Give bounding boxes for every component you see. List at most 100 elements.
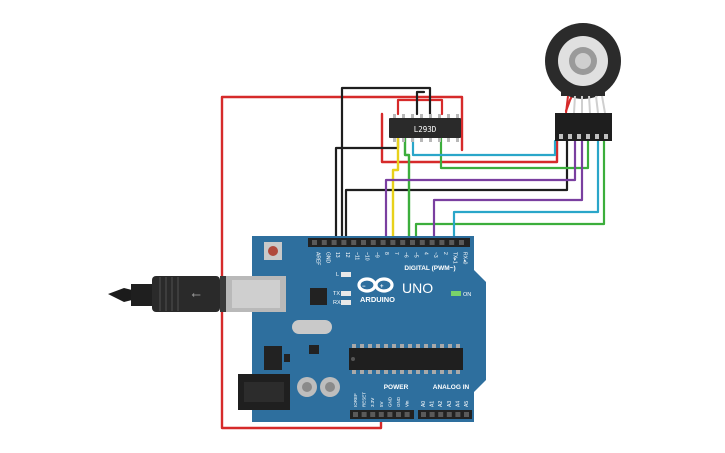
dc-motor[interactable] <box>545 23 621 141</box>
mcu-pin <box>456 370 460 374</box>
wire-gnd-black-1[interactable] <box>340 86 432 243</box>
analog-pin-socket[interactable] <box>464 412 469 417</box>
led-rx-label: RX <box>333 300 341 306</box>
connector-pin[interactable] <box>577 134 581 139</box>
mcu-pin <box>432 344 436 348</box>
power-pin-socket[interactable] <box>361 412 367 417</box>
wire-pin5-purple[interactable] <box>432 139 584 243</box>
digital-pin-socket[interactable] <box>459 240 464 245</box>
motor-ribbon <box>565 95 606 114</box>
analog-pin-socket[interactable] <box>446 412 452 417</box>
mcu-pin <box>408 370 412 374</box>
driver-pin[interactable] <box>420 114 423 118</box>
digital-pin-socket[interactable] <box>321 240 327 245</box>
digital-pin-socket[interactable] <box>312 240 317 245</box>
digital-pin-label: 4 <box>422 252 428 255</box>
driver-pin[interactable] <box>411 114 414 118</box>
mcu-pin <box>400 344 404 348</box>
digital-pin-socket[interactable] <box>380 240 386 245</box>
power-pin-socket[interactable] <box>370 412 376 417</box>
analog-pin-socket[interactable] <box>438 412 444 417</box>
power-pin-label: GND <box>396 396 401 407</box>
digital-pin-label: 7 <box>393 252 399 255</box>
digital-pin-socket[interactable] <box>351 240 357 245</box>
usb-chip <box>310 288 327 305</box>
wire-gnd-black-3[interactable] <box>344 139 569 243</box>
usb-icon: ⭠ <box>191 287 201 301</box>
driver-pin[interactable] <box>393 114 396 118</box>
usb-plug-body <box>152 276 220 312</box>
connector-pin[interactable] <box>604 134 608 139</box>
driver-pin[interactable] <box>411 138 414 142</box>
power-pin-label: 3.3V <box>370 398 375 407</box>
digital-pin-socket[interactable] <box>419 240 425 245</box>
driver-pin[interactable] <box>456 114 459 118</box>
wire-5v-red[interactable] <box>220 95 464 430</box>
digital-pin-socket[interactable] <box>331 240 337 245</box>
mcu-pin <box>376 344 380 348</box>
digital-pin-socket[interactable] <box>410 240 415 245</box>
driver-pin[interactable] <box>393 138 396 142</box>
analog-pin-label: A5 <box>464 401 470 407</box>
digital-pin-socket[interactable] <box>370 240 376 245</box>
digital-pin-socket[interactable] <box>341 240 347 245</box>
mcu-pin <box>440 370 444 374</box>
wire-driver-vcc-red[interactable] <box>380 112 559 164</box>
wire-pin8-yellow[interactable] <box>391 136 400 243</box>
digital-pin-socket[interactable] <box>429 240 435 245</box>
driver-pin[interactable] <box>420 138 423 142</box>
power-pin-socket[interactable] <box>353 412 358 417</box>
wire-green-2[interactable] <box>414 139 606 243</box>
driver-pin[interactable] <box>447 114 450 118</box>
analog-pin-socket[interactable] <box>421 412 426 417</box>
mcu-pin <box>440 344 444 348</box>
driver-pin[interactable] <box>438 138 441 142</box>
digital-pin-socket[interactable] <box>449 240 455 245</box>
wire-pin9-purple[interactable] <box>384 139 577 243</box>
connector-pin[interactable] <box>595 134 599 139</box>
driver-pin[interactable] <box>429 138 432 142</box>
wire-driver-top-red[interactable] <box>396 98 444 116</box>
arduino-board <box>252 236 486 422</box>
mcu-pin <box>400 370 404 374</box>
driver-pin[interactable] <box>402 114 405 118</box>
l293d-driver[interactable]: L293D <box>389 114 461 142</box>
digital-pin-socket[interactable] <box>361 240 366 245</box>
driver-pin[interactable] <box>402 138 405 142</box>
power-pin-socket[interactable] <box>404 412 410 417</box>
driver-pin[interactable] <box>456 138 459 142</box>
digital-pin-label: ~10 <box>364 252 370 261</box>
driver-pin[interactable] <box>438 114 441 118</box>
power-pin-socket[interactable] <box>387 412 393 417</box>
driver-pin[interactable] <box>429 114 432 118</box>
digital-pin-label: 2 <box>442 252 448 255</box>
connector-pin[interactable] <box>559 134 563 139</box>
wires <box>220 86 606 430</box>
driver-pins-bottom <box>393 138 459 142</box>
wire-driver-motor-blue[interactable] <box>411 136 557 157</box>
crystal <box>292 320 332 334</box>
digital-pin-socket[interactable] <box>400 240 406 245</box>
analog-header <box>418 410 472 419</box>
connector-pin[interactable] <box>586 134 590 139</box>
usb-cable[interactable]: ⭠ <box>108 276 232 312</box>
driver-pin[interactable] <box>447 138 450 142</box>
power-pin-socket[interactable] <box>396 412 401 417</box>
wire-pin3-blue[interactable] <box>452 139 600 243</box>
mcu-pin <box>424 370 428 374</box>
connector-pin[interactable] <box>568 134 572 139</box>
power-pin-label: GND <box>387 396 392 407</box>
digital-pin-socket[interactable] <box>439 240 445 245</box>
power-pin-socket[interactable] <box>378 412 384 417</box>
power-pin-label: IOREF <box>353 393 358 407</box>
atmega-chip <box>349 344 463 374</box>
digital-pin-socket[interactable] <box>390 240 396 245</box>
wire-driver-motor-green[interactable] <box>439 136 590 170</box>
analog-pin-socket[interactable] <box>455 412 461 417</box>
led-on <box>451 291 461 296</box>
analog-pin-socket[interactable] <box>429 412 435 417</box>
wire-pin7-green[interactable] <box>403 136 411 243</box>
wire-gnd-black-4[interactable] <box>415 90 426 116</box>
